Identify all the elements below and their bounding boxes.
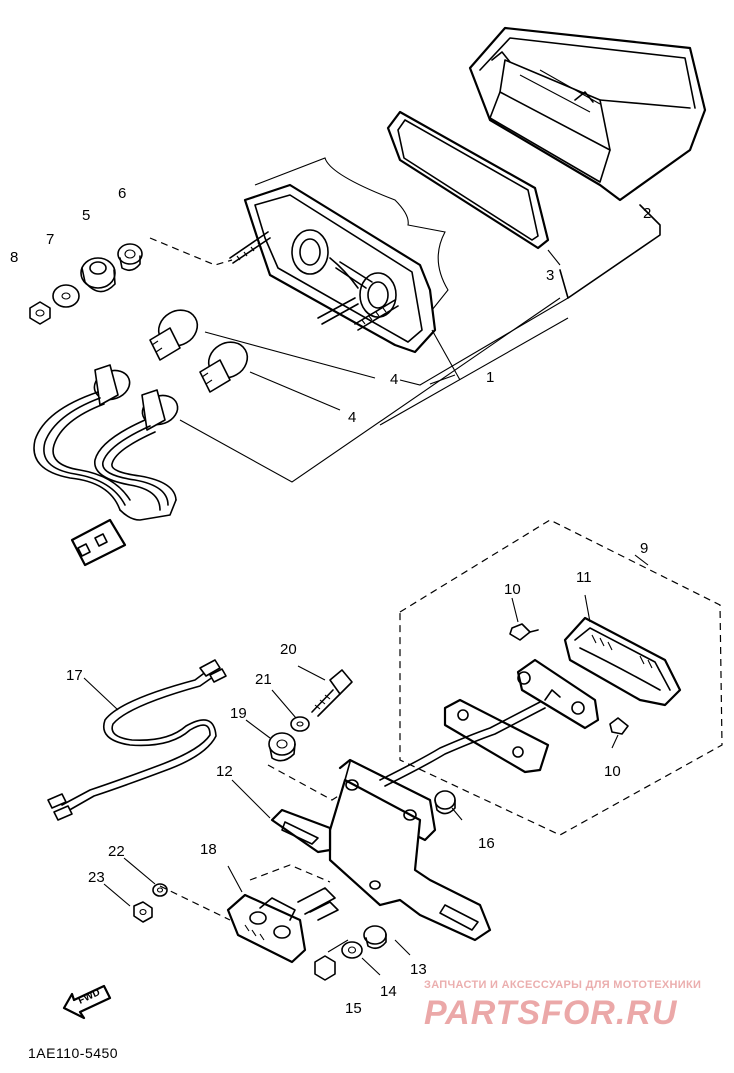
callout-20: 20 [280, 641, 297, 658]
socket-harness [33, 364, 179, 567]
callout-16: 16 [478, 835, 495, 852]
watermark-brand: PARTSFOR.RU [424, 994, 678, 1032]
watermark: ЗАПЧАСТИ И АКСЕССУАРЫ ДЛЯ МОТОТЕХНИКИ PA… [424, 979, 701, 1032]
callout-6: 6 [118, 185, 126, 202]
fwd-arrow-icon: FWD [62, 984, 112, 1020]
license-lens [563, 616, 682, 707]
callout-23: 23 [88, 869, 105, 886]
bulb-lower [199, 341, 249, 393]
reflector-18 [226, 887, 339, 964]
callout-9: 9 [640, 540, 648, 557]
callout-21: 21 [255, 671, 272, 688]
license-wire [379, 701, 546, 787]
collar-6 [117, 243, 143, 272]
callout-4a: 4 [390, 371, 398, 388]
callout-15: 15 [345, 1000, 362, 1017]
washer-7 [52, 284, 80, 308]
nut-15 [314, 955, 336, 981]
callout-10b: 10 [604, 763, 621, 780]
callout-numbers: 2 3 4 1 4 5 6 7 8 9 10 11 10 20 21 19 17… [10, 185, 651, 1017]
bulb-upper [149, 309, 199, 361]
callout-12: 12 [216, 763, 233, 780]
bolt-20 [311, 669, 353, 717]
damper-5 [80, 257, 116, 293]
license-light-group-box [399, 519, 723, 836]
callout-19: 19 [230, 705, 247, 722]
callout-11: 11 [576, 569, 592, 586]
collar-16 [434, 790, 456, 815]
washer-14 [341, 941, 363, 959]
watermark-subtitle: ЗАПЧАСТИ И АКСЕССУАРЫ ДЛЯ МОТОТЕХНИКИ [424, 979, 701, 991]
callout-17: 17 [66, 667, 83, 684]
taillight-base [229, 157, 449, 354]
callout-4b: 4 [348, 409, 356, 426]
license-base [516, 658, 600, 730]
callout-14: 14 [380, 983, 397, 1000]
callout-8: 8 [10, 249, 18, 266]
nut-8 [29, 301, 51, 325]
gasket [386, 110, 550, 250]
callout-10a: 10 [504, 581, 521, 598]
callout-18: 18 [200, 841, 217, 858]
callout-7: 7 [46, 231, 54, 248]
bolt-13 [363, 925, 387, 950]
callout-2: 2 [643, 205, 651, 222]
washer-22 [152, 883, 168, 897]
lower-leader-lines [83, 594, 619, 976]
callout-22: 22 [108, 843, 125, 860]
callout-3: 3 [546, 267, 554, 284]
washer-21 [290, 716, 310, 732]
license-bulb-upper [509, 623, 539, 641]
callout-1: 1 [486, 369, 494, 386]
license-bracket [443, 698, 550, 774]
rear-fender-bracket [270, 758, 492, 942]
wire-lead-17 [47, 659, 227, 821]
collar-19 [268, 732, 296, 762]
license-bulb-lower [609, 717, 629, 735]
callout-13: 13 [410, 961, 427, 978]
callout-5: 5 [82, 207, 90, 224]
lens-cover [468, 26, 707, 202]
nut-23 [133, 901, 153, 923]
diagram-code: 1AE110-5450 [28, 1045, 118, 1061]
upper-leader-lines [149, 204, 661, 483]
